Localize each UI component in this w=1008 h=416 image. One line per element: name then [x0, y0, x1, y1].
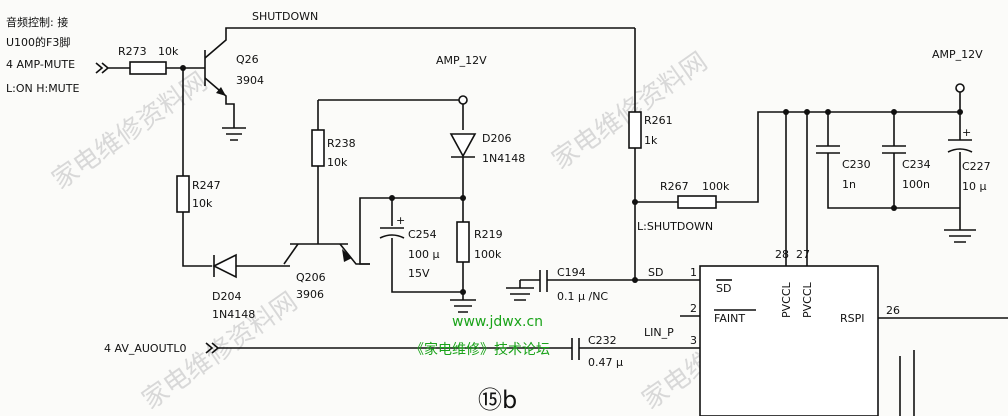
d204-value: 1N4148	[212, 308, 255, 321]
capacitor-c254	[379, 227, 463, 293]
q206-ref: Q206	[296, 271, 326, 284]
r238-value: 10k	[327, 156, 348, 169]
junction-pvccl-1	[783, 109, 789, 115]
c194-ref: C194	[557, 266, 586, 279]
q26-ref: Q26	[236, 53, 259, 66]
annotation-line-1: 音频控制: 接	[6, 15, 68, 29]
transistor-q206	[283, 100, 370, 265]
r273-value: 10k	[158, 45, 179, 58]
c234-ref: C234	[902, 158, 931, 171]
annotation-line-2: U100的F3脚	[6, 35, 70, 49]
junction-ground-mid	[460, 289, 466, 295]
watermark-site-url: www.jdwx.cn	[452, 314, 543, 330]
diode-d204	[212, 253, 290, 279]
net-label-amp12v-left: AMP_12V	[436, 54, 487, 67]
amp12v-right-terminal	[955, 83, 965, 93]
c254-value: 100 μ	[408, 248, 440, 261]
c254-plus: +	[396, 214, 405, 227]
q26-value: 3904	[236, 74, 264, 87]
r261-ref: R261	[644, 114, 673, 127]
ic-pin27-number: 27	[796, 248, 810, 261]
ic-pin26-number: 26	[886, 304, 900, 317]
r273-ref: R273	[118, 45, 147, 58]
capacitor-c194	[539, 270, 548, 292]
c254-rating: 15V	[408, 267, 430, 280]
r247-value: 10k	[192, 197, 213, 210]
capacitor-c227	[947, 139, 973, 153]
amplifier-ic-body	[699, 265, 879, 416]
annotation-line-3: 4 AMP-MUTE	[6, 58, 75, 71]
junction-sd	[632, 277, 638, 283]
sd-net-label: SD	[648, 266, 663, 279]
capacitor-c232	[571, 338, 580, 360]
q206-value: 3906	[296, 288, 324, 301]
resistor-r238	[311, 129, 325, 167]
c227-value: 10 μ	[962, 180, 987, 193]
r219-ref: R219	[474, 228, 503, 241]
c227-plus: +	[962, 126, 971, 139]
figure-id: ⑮b	[478, 386, 517, 414]
amp-mute-input-arrow	[95, 62, 130, 74]
r261-value: 1k	[644, 134, 658, 147]
capacitor-c234	[882, 145, 906, 154]
av-input-arrow	[205, 342, 572, 354]
net-label-av-auoutl0: 4 AV_AUOUTL0	[104, 342, 186, 355]
net-label-l-shutdown: L:SHUTDOWN	[637, 220, 713, 233]
d204-ref: D204	[212, 290, 241, 303]
amp12v-left-terminal	[458, 95, 468, 105]
ground-q26	[222, 127, 246, 141]
resistor-r219	[456, 221, 470, 263]
r267-ref: R267	[660, 180, 689, 193]
c230-value: 1n	[842, 178, 856, 191]
ic-pin2-number: 2	[690, 302, 697, 315]
d206-value: 1N4148	[482, 152, 525, 165]
ic-pin-lin-p: LIN_P	[644, 326, 674, 339]
resistor-r267	[677, 195, 717, 209]
junction-pvccl-2	[804, 109, 810, 115]
junction-gnd-c234	[891, 205, 897, 211]
ground-right	[944, 229, 976, 243]
ic-pin1-number: 1	[690, 266, 697, 279]
c227-ref: C227	[962, 160, 991, 173]
ic-pin-sd-bar: SD	[716, 282, 731, 295]
c254-ref: C254	[408, 228, 437, 241]
ic-pin3-number: 3	[690, 334, 697, 347]
watermark-forum-caption: 《家电维修》技术论坛	[410, 341, 550, 358]
c230-ref: C230	[842, 158, 871, 171]
net-label-shutdown: SHUTDOWN	[252, 10, 318, 23]
annotation-line-4: L:ON H:MUTE	[6, 82, 79, 95]
resistor-r273	[129, 61, 167, 75]
r247-ref: R247	[192, 179, 221, 192]
diode-d206	[449, 133, 477, 222]
ground-c194	[506, 287, 534, 301]
resistor-r247	[176, 175, 190, 213]
capacitor-c230	[816, 145, 840, 154]
r238-ref: R238	[327, 137, 356, 150]
c232-value: 0.47 μ	[588, 356, 623, 369]
resistor-r261	[628, 111, 642, 149]
net-label-amp12v-right: AMP_12V	[932, 48, 983, 61]
ic-pin-rspi: RSPI	[840, 312, 865, 325]
junction-c254	[389, 195, 395, 201]
ic-pin-pvccl-2: PVCCL	[801, 281, 814, 318]
ic-pin-pvccl-1: PVCCL	[780, 281, 793, 318]
r219-value: 100k	[474, 248, 502, 261]
ic-pin-faint: FAINT	[714, 312, 745, 325]
ground-mid	[450, 299, 476, 313]
c234-value: 100n	[902, 178, 930, 191]
c232-ref: C232	[588, 334, 617, 347]
c194-value: 0.1 μ /NC	[557, 290, 608, 303]
d206-ref: D206	[482, 132, 511, 145]
r267-value: 100k	[702, 180, 730, 193]
ic-pin28-number: 28	[775, 248, 789, 261]
transistor-q26	[204, 27, 635, 128]
